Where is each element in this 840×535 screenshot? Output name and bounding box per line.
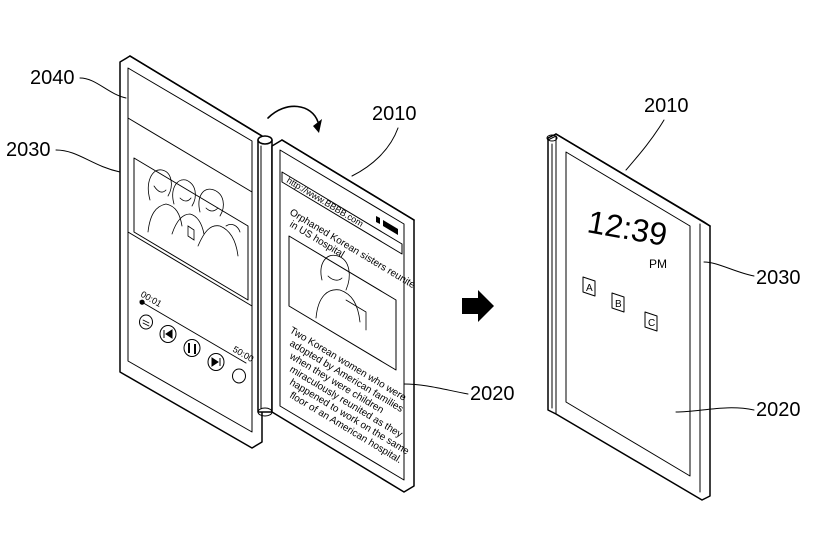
pause-icon[interactable] xyxy=(183,339,201,357)
transition-arrow-icon xyxy=(462,290,494,322)
reference-labels: 2040 2030 2010 2020 2010 2030 2020 xyxy=(6,67,801,421)
svg-text:C: C xyxy=(648,318,655,329)
fold-arrow-icon xyxy=(267,105,322,133)
label-2030-right: 2030 xyxy=(756,267,801,289)
shortcut-button-c[interactable]: C xyxy=(644,311,658,332)
right-panel xyxy=(271,139,415,493)
hinge xyxy=(257,135,273,417)
progress-track[interactable] xyxy=(139,300,247,364)
label-2020-left: 2020 xyxy=(470,383,515,405)
article-image xyxy=(288,235,397,371)
url-bar[interactable] xyxy=(281,171,403,255)
next-icon[interactable] xyxy=(207,353,225,371)
label-2010-right: 2010 xyxy=(644,95,689,117)
unfolded-device: 00:01 50:00 xyxy=(119,55,417,493)
article-image-person xyxy=(315,254,367,331)
shortcut-button-a[interactable]: A xyxy=(582,276,596,297)
svg-text:A: A xyxy=(586,283,593,294)
progress-knob[interactable] xyxy=(139,299,145,305)
video-frame xyxy=(133,157,249,301)
signal-icon xyxy=(376,216,380,224)
battery-icon xyxy=(383,220,398,235)
clock-meridiem: PM xyxy=(649,257,667,271)
left-panel xyxy=(119,55,263,449)
label-2020-right: 2020 xyxy=(756,399,801,421)
previous-icon[interactable] xyxy=(159,325,177,343)
settings-icon[interactable] xyxy=(232,368,246,384)
menu-icon[interactable] xyxy=(139,314,153,330)
label-2010-left: 2010 xyxy=(372,103,417,125)
shortcut-button-b[interactable]: B xyxy=(611,292,625,313)
label-2040: 2040 xyxy=(30,67,75,89)
folded-device: 12:39 PM A B C xyxy=(546,133,711,501)
label-2030-left: 2030 xyxy=(6,139,51,161)
svg-text:B: B xyxy=(615,299,622,310)
